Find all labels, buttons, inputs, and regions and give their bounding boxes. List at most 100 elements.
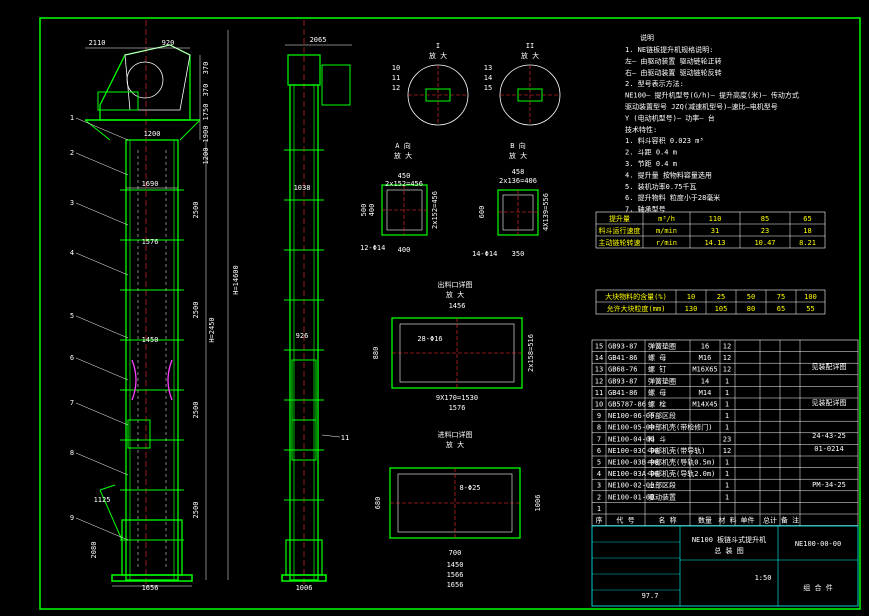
boot-section (121, 519, 183, 576)
feed-chute (99, 489, 123, 541)
note-line-8: 1. 料斗容积 0.023 m³ (625, 136, 704, 145)
bom-code-1: GB41-86 (608, 354, 638, 362)
bom-qty-3: 1 (725, 377, 729, 385)
outlet-d0: 1456 (449, 302, 466, 310)
bom-no-9: 6 (597, 447, 601, 455)
perf-table2-cell-1-4: 65 (777, 305, 785, 313)
bom-qty-9: 12 (723, 447, 731, 455)
bom-no-5: 10 (595, 401, 603, 409)
flange-b-sub: 放 大 (509, 151, 527, 160)
callout-leader-3 (75, 202, 129, 226)
bom-name-9: 中部机壳(带导轨) (648, 446, 705, 455)
bom-code-4: GB41-86 (608, 389, 638, 397)
flange-a-d3: 2x152=456 (431, 191, 439, 229)
side-motor (321, 64, 351, 106)
perf-table1 (595, 211, 826, 249)
bom-no-1: 14 (595, 354, 603, 362)
outlet-d3: 2x158=516 (527, 334, 535, 372)
bom-name-6: 下部区段 (648, 411, 676, 420)
head-cover (124, 44, 191, 111)
callout-5: 5 (70, 312, 74, 320)
flange-a-inner (386, 189, 423, 231)
bom-no-7: 8 (597, 424, 601, 432)
note-line-10: 3. 节距 0.4 m (625, 160, 677, 168)
detail-label-1-1: 14 (484, 74, 492, 82)
bom-spec-5: M14X45 (692, 401, 717, 409)
bom-side-note-3: 01-0214 (814, 445, 844, 453)
perf-table1-head-1: m³/h (658, 215, 675, 223)
bom-name-1: 螺 母 (648, 353, 666, 362)
flange-b-d5: 350 (512, 250, 525, 258)
callout-6: 6 (70, 354, 74, 362)
dim-2080: 2080 (90, 542, 98, 559)
bom-qty-12: 1 (725, 482, 729, 490)
perf-table1-cell-0-4: 18 (803, 227, 811, 235)
bom-code-9: NE100-03C-00 (608, 447, 659, 455)
side-callout-leader (321, 434, 341, 438)
perf-table1-cell-1-4: 8.21 (799, 239, 816, 247)
dim-1200: 1200 (144, 130, 161, 138)
bom-qty-2: 12 (723, 366, 731, 374)
perf-table2-cell-1-0: 允许大块粒度(mm) (607, 304, 666, 313)
bom-no-14: 1 (597, 505, 601, 513)
tb-name: NE100 板链斗式提升机 (692, 535, 766, 544)
flange-a-d0: 450 (398, 172, 411, 180)
flange-a-title: A 向 (395, 141, 410, 150)
perf-table1-cell-1-1: r/min (656, 239, 677, 247)
dim-right-3: 1900 (202, 126, 210, 143)
bom-no-13: 2 (597, 493, 601, 501)
inlet-d4: 1450 (447, 561, 464, 569)
dim-right-2: 1750 (202, 104, 210, 121)
detail-sub-0: 放 大 (429, 51, 447, 60)
note-line-13: 6. 提升物料 粒度小于28毫米 (625, 193, 720, 202)
perf-table2-cell-0-0: 大块物料的含量(%) (605, 292, 667, 301)
platform-brace-left (84, 119, 111, 141)
bom-header-2: 名 称 (658, 516, 676, 525)
bom-name-2: 螺 钉 (648, 365, 666, 374)
bucket-detail (127, 419, 151, 449)
tb-sub: 总 装 图 (714, 546, 743, 555)
callout-2: 2 (70, 149, 74, 157)
bom-qty-0: 12 (723, 343, 731, 351)
perf-table2-cell-0-5: 100 (804, 293, 817, 301)
flange-b-inner (502, 194, 534, 231)
flange-a-d4: 400 (368, 204, 376, 217)
bom-code-0: GB93-87 (608, 343, 638, 351)
bom-spec-3: 14 (701, 377, 709, 385)
callout-7: 7 (70, 399, 74, 407)
callout-leader-1 (75, 117, 129, 141)
flange-a-sub: 放 大 (394, 151, 412, 160)
bom-qty-11: 1 (725, 470, 729, 478)
perf-table1-head-0: 提升量 (609, 214, 630, 223)
bom-qty-13: 1 (725, 493, 729, 501)
bom-code-8: NE100-04-00 (608, 435, 654, 443)
drive-sprocket (126, 61, 164, 99)
perf-table2-cell-1-3: 80 (747, 305, 755, 313)
callout-leader-6 (75, 357, 129, 381)
head-housing (99, 44, 191, 121)
note-line-4: NE100— 提升机型号(G/h)— 提升高度(米)— 传动方式 (625, 91, 799, 100)
note-line-14: 7. 轴承型号 (625, 205, 666, 214)
perf-table2-cell-0-4: 75 (777, 293, 785, 301)
bom-no-12: 3 (597, 482, 601, 490)
dim-1125: 1125 (94, 496, 111, 504)
bom-qty-1: 12 (723, 354, 731, 362)
callout-leader-4 (75, 252, 129, 276)
inlet-d5: 1566 (447, 571, 464, 579)
tb-scale: 1:50 (755, 574, 772, 582)
callout-1: 1 (70, 114, 74, 122)
note-line-2: 右— 由驱动装置 驱动链轮反转 (625, 68, 722, 77)
bom-qty-10: 1 (725, 459, 729, 467)
bom-no-10: 5 (597, 459, 601, 467)
bom-name-12: 上部区段 (648, 481, 676, 490)
bom-qty-7: 1 (725, 424, 729, 432)
flange-a-d5: 12-Φ14 (360, 244, 385, 252)
bom-side-note-2: 24-43-25 (812, 432, 846, 440)
bom-header-0: 序 (596, 516, 603, 525)
callout-8: 8 (70, 449, 74, 457)
inlet-d6: 1656 (447, 581, 464, 589)
platform-brace-right (179, 119, 201, 141)
outlet-d5: 1576 (449, 404, 466, 412)
